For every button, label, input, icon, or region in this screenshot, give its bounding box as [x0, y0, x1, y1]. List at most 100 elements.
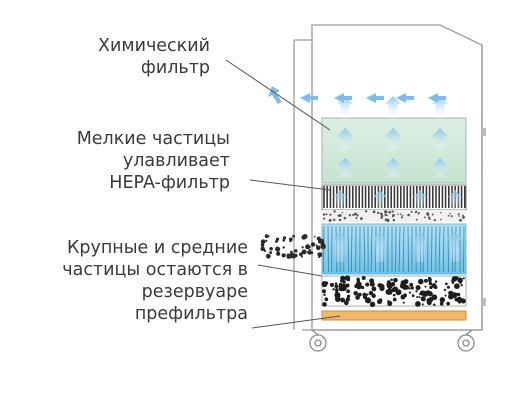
- hepa-speckle: [388, 210, 391, 214]
- hepa-speckle: [407, 213, 410, 217]
- bed-particle: [417, 301, 421, 305]
- prefilter-label-line-2: частицы остаются в: [62, 260, 248, 280]
- bed-particle: [386, 282, 393, 289]
- coarse-fiber: [363, 225, 366, 273]
- airflow-arrows: [332, 96, 463, 262]
- bed-particle: [454, 283, 460, 290]
- bed-particle: [321, 281, 328, 288]
- coarse-fiber: [370, 225, 373, 273]
- prefilter-particle-bed: [321, 275, 467, 308]
- bed-particle: [365, 282, 370, 287]
- bed-particle: [356, 283, 362, 290]
- hepa-filter-label-line-2: улавливает: [122, 151, 230, 171]
- airflow-up-arrow: [372, 232, 388, 262]
- bed-particle: [345, 283, 350, 288]
- caster-right-mount: [465, 329, 473, 336]
- incoming-particle: [317, 239, 323, 244]
- hepa-speckle: [372, 210, 376, 214]
- incoming-particle: [302, 234, 308, 239]
- chemical-filter-label: Химический фильтр: [98, 35, 210, 79]
- incoming-particle: [315, 244, 318, 247]
- hepa-speckle: [428, 217, 431, 220]
- cabinet-latch-top: [482, 128, 486, 136]
- hepa-filter-label-line-3: HEPA-фильтр: [109, 173, 230, 193]
- hepa-speckle: [360, 217, 363, 221]
- coarse-fiber: [431, 225, 433, 273]
- airflow-up-arrow: [385, 96, 401, 118]
- bed-particle: [342, 280, 346, 284]
- coarse-fiber: [350, 225, 353, 273]
- bed-particle: [346, 289, 350, 294]
- coarse-fiber: [438, 225, 441, 273]
- caster-wheels: [309, 329, 475, 352]
- bed-particle: [444, 294, 447, 297]
- incoming-particle: [267, 235, 270, 238]
- cabinet-outline: [293, 24, 486, 331]
- bed-particle: [371, 293, 376, 298]
- bed-particle: [460, 284, 463, 287]
- bed-particle: [421, 303, 424, 306]
- incoming-particle: [269, 247, 273, 251]
- bed-particle: [392, 293, 396, 297]
- coarse-fiber: [398, 225, 401, 273]
- outflow-arrow-diagonal: [268, 86, 282, 104]
- incoming-particle: [281, 253, 286, 258]
- bed-particle: [334, 296, 341, 302]
- hepa-speckle: [348, 214, 351, 217]
- bed-particle: [458, 300, 462, 304]
- cabinet-latch-bottom: [482, 298, 486, 306]
- incoming-particle: [301, 249, 307, 255]
- hepa-speckle: [333, 219, 336, 222]
- bed-particle: [369, 278, 375, 284]
- airflow-up-arrow: [337, 158, 353, 178]
- bed-particle: [448, 290, 453, 296]
- bed-particle: [439, 297, 446, 303]
- leader-hepa: [249, 179, 331, 191]
- hepa-speckle: [440, 218, 442, 221]
- bed-particle: [371, 286, 377, 292]
- incoming-particle: [301, 246, 304, 249]
- leader-chemical: [225, 59, 331, 131]
- incoming-particle: [299, 252, 303, 257]
- hepa-speckle: [410, 210, 413, 213]
- airflow-up-arrow: [431, 128, 449, 150]
- caster-left: [309, 334, 327, 352]
- hepa-speckle: [414, 211, 417, 214]
- bed-particle: [408, 291, 412, 294]
- hepa-speckle: [386, 214, 388, 217]
- incoming-particle: [320, 241, 325, 247]
- bed-particle: [347, 278, 351, 282]
- hepa-speckle: [343, 216, 347, 220]
- bed-particle: [335, 290, 339, 293]
- hepa-speckle: [392, 214, 395, 217]
- hepa-speckle: [354, 212, 358, 216]
- hepa-speckle: [450, 215, 453, 218]
- bed-particle: [423, 278, 428, 283]
- incoming-particle: [265, 239, 268, 242]
- airflow-up-arrow: [432, 158, 448, 178]
- hepa-speckle: [384, 210, 387, 214]
- bed-particle: [446, 285, 450, 289]
- coarse-fiber: [442, 225, 445, 273]
- incoming-particle: [313, 235, 316, 238]
- incoming-particle: [300, 255, 303, 258]
- bed-particle: [393, 277, 398, 283]
- hepa-speckle: [433, 219, 436, 222]
- bed-particle: [432, 303, 436, 307]
- incoming-particle: [318, 256, 320, 259]
- hepa-speckle: [391, 210, 394, 213]
- bed-particle: [369, 301, 376, 308]
- airflow-up-arrow: [332, 232, 348, 262]
- bed-particle: [332, 288, 335, 291]
- incoming-particle: [317, 252, 320, 255]
- hepa-speckle: [400, 216, 403, 219]
- leader-prefilter: [251, 315, 341, 329]
- bed-particle: [459, 281, 462, 285]
- incoming-particles: [260, 234, 326, 259]
- bed-particle: [462, 277, 465, 280]
- airflow-up-arrow: [336, 128, 354, 150]
- hepa-speckle: [352, 213, 355, 217]
- hepa-speckle: [325, 213, 328, 216]
- caster-left-mount: [311, 329, 319, 336]
- bed-particle: [431, 283, 437, 288]
